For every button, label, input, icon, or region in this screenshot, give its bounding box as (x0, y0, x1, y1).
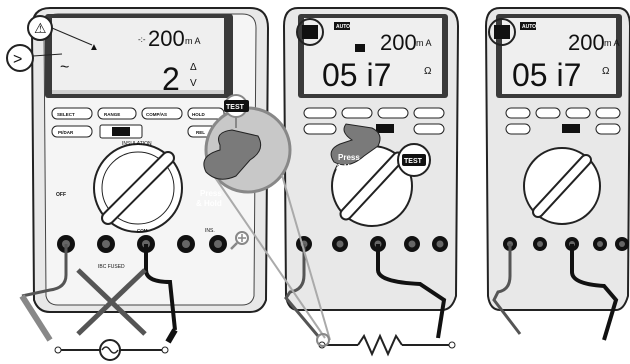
jacks-right (503, 237, 629, 251)
zoom-icon (230, 231, 249, 250)
greater-than-icon: > (13, 51, 22, 68)
resistor-circuit (318, 333, 456, 357)
lcd-range: 200 (568, 30, 605, 55)
test-button[interactable] (112, 127, 130, 136)
lcd-main-value: 05 i7 (322, 57, 391, 93)
select-button[interactable]: SELECT (57, 112, 75, 117)
button-row-middle (303, 107, 445, 135)
lead-gray (21, 244, 68, 298)
cross-mark (76, 268, 147, 336)
press-hold-label: Press (338, 153, 360, 162)
lcd-ohm: Ω (424, 66, 432, 77)
test-indicator (355, 44, 365, 52)
small-warning-icon: ▲ (89, 42, 99, 53)
rotary-dial-right[interactable] (523, 147, 601, 225)
magnifier: TEST Press & Hold (196, 94, 331, 347)
lead-black (144, 244, 177, 331)
rel-button[interactable]: REL (196, 130, 205, 135)
range-button[interactable]: RANGE (104, 112, 120, 117)
lcd-screen (502, 18, 616, 94)
pi-dar-button[interactable]: PI/DAR (58, 130, 74, 135)
button-row-left: SELECT RANGE COMP/AS HOLD PI/DAR REL (51, 107, 225, 139)
dial-off-label: OFF (56, 192, 66, 198)
svg-text:& Hold: & Hold (336, 163, 362, 172)
greater-than-callout (6, 44, 34, 72)
lcd-screen (52, 18, 224, 94)
lcd-range-unit: m A (416, 38, 432, 48)
lcd-range-unit: m A (604, 38, 620, 48)
lcd-main-value: 05 i7 (512, 57, 581, 93)
hand-icon (330, 123, 381, 166)
rotary-dial-left[interactable]: INSULATION OFF (56, 141, 183, 233)
meter-right: AUTO 200 m A 05 i7 Ω (484, 7, 630, 341)
lcd-range: 200 (148, 26, 185, 51)
lcd-range-unit: m A (185, 36, 201, 46)
dial-insulation-label: INSULATION (122, 141, 152, 147)
svg-text:& Hold: & Hold (196, 199, 222, 208)
button-row-right (505, 107, 621, 135)
meter-middle: AUTO 200 m A 05 i7 Ω Press & Hold TES (282, 7, 460, 357)
lcd-volt: V (190, 78, 197, 89)
fuse-label: IBC FUSED (98, 264, 125, 270)
comp-button[interactable]: COMP/AS (146, 112, 167, 117)
lcd-ac-symbol: ~ (60, 59, 69, 76)
warning-icon: ⚠ (34, 20, 47, 36)
magnifier-press-label: Press (200, 189, 222, 198)
magnifier-hand-icon (203, 129, 262, 180)
svg-text:-:-: -:- (138, 35, 146, 44)
test-callout-label: TEST (404, 158, 423, 165)
ac-source (54, 339, 169, 361)
lcd-delta: Δ (190, 62, 197, 73)
magnifier-test-label: TEST (226, 104, 245, 111)
auto-badge: AUTO (336, 24, 350, 30)
rotary-dial-middle[interactable] (331, 145, 413, 227)
lcd-ohm: Ω (602, 66, 610, 77)
jacks-left: COM IBC FUSED INS. (57, 228, 227, 270)
lcd-main-value: 2 (162, 61, 180, 97)
lcd-range: 200 (380, 30, 417, 55)
meter-left: -:- 200 m A ~ 2 Δ V ⚠ ▲ > SELECT RANGE C… (6, 7, 270, 361)
auto-badge: AUTO (522, 24, 536, 30)
hold-button[interactable]: HOLD (192, 112, 205, 117)
lcd-screen (304, 18, 442, 94)
com-label: COM (137, 228, 148, 233)
ins-label: INS. (205, 228, 215, 234)
